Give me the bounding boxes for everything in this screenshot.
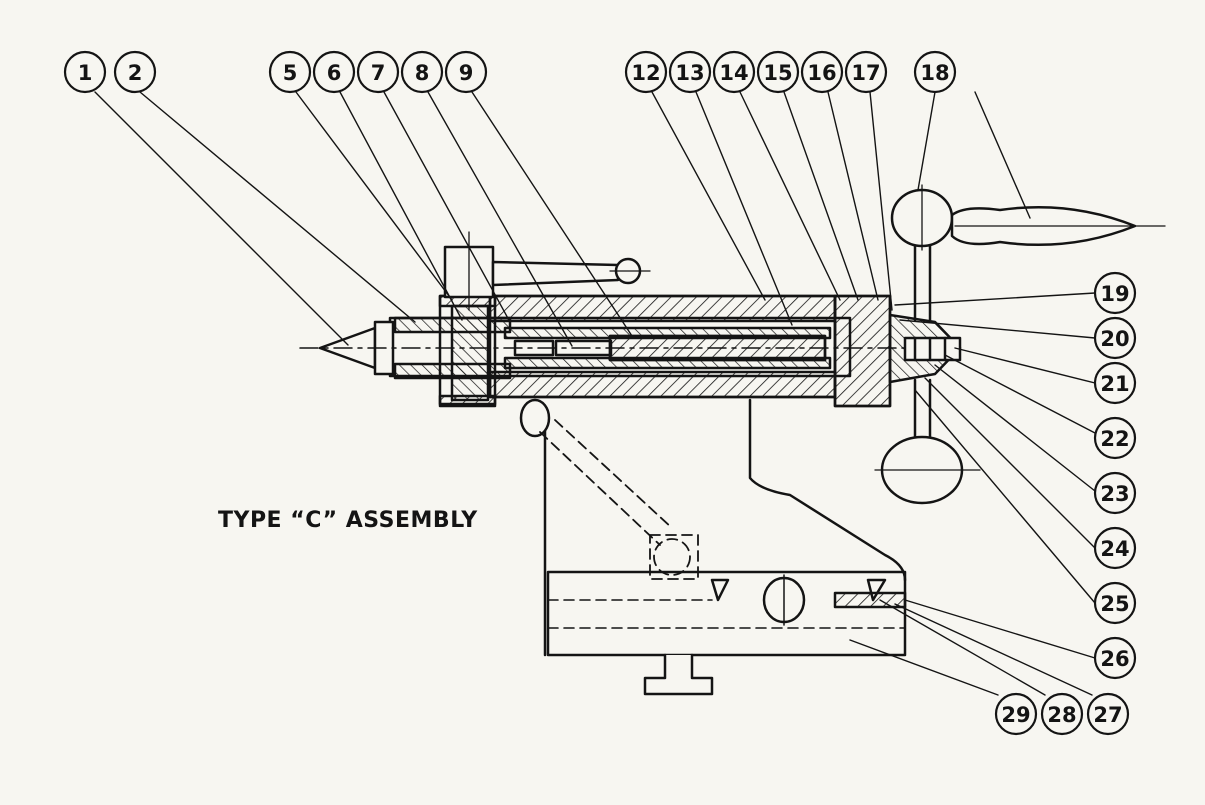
- callout-label-17: 17: [851, 61, 880, 85]
- callout-20: 20: [1093, 316, 1137, 360]
- callout-29: 29: [994, 692, 1038, 736]
- callout-5: 5: [268, 50, 312, 94]
- callout-1: 1: [63, 50, 107, 94]
- callout-label-28: 28: [1047, 703, 1076, 727]
- callout-7: 7: [356, 50, 400, 94]
- callout-24: 24: [1093, 526, 1137, 570]
- dead-centre: [299, 320, 936, 376]
- callout-22: 22: [1093, 416, 1137, 460]
- callout-label-1: 1: [78, 61, 93, 85]
- callout-label-19: 19: [1100, 282, 1129, 306]
- locking-lever: [443, 231, 651, 311]
- callout-17: 17: [844, 50, 888, 94]
- callout-label-20: 20: [1100, 327, 1129, 351]
- callout-26: 26: [1093, 636, 1137, 680]
- assembly-title: TYPE “C” ASSEMBLY: [218, 508, 478, 533]
- tailstock-barrel: [388, 294, 852, 408]
- callout-2: 2: [113, 50, 157, 94]
- callout-23: 23: [1093, 471, 1137, 515]
- callout-15: 15: [756, 50, 800, 94]
- callout-label-24: 24: [1100, 537, 1129, 561]
- callout-27: 27: [1086, 692, 1130, 736]
- callout-label-2: 2: [128, 61, 143, 85]
- callout-label-16: 16: [807, 61, 836, 85]
- callout-18: 18: [913, 50, 957, 94]
- callout-label-27: 27: [1093, 703, 1122, 727]
- callout-13: 13: [668, 50, 712, 94]
- base-bracket: [543, 398, 907, 696]
- callout-label-5: 5: [283, 61, 298, 85]
- callout-12: 12: [624, 50, 668, 94]
- callout-28: 28: [1040, 692, 1084, 736]
- clamp-lever-hidden: [519, 398, 699, 580]
- leader-lines: [94, 91, 1096, 696]
- callout-label-25: 25: [1100, 592, 1129, 616]
- rear-housing: [833, 294, 962, 408]
- callout-21: 21: [1093, 361, 1137, 405]
- callout-label-22: 22: [1100, 427, 1129, 451]
- callout-label-9: 9: [459, 61, 474, 85]
- callout-label-26: 26: [1100, 647, 1129, 671]
- callout-label-21: 21: [1100, 372, 1129, 396]
- callout-19: 19: [1093, 271, 1137, 315]
- callout-label-15: 15: [763, 61, 792, 85]
- callout-14: 14: [712, 50, 756, 94]
- callout-label-29: 29: [1001, 703, 1030, 727]
- callout-label-18: 18: [920, 61, 949, 85]
- callout-label-8: 8: [415, 61, 430, 85]
- handwheel-crank: [874, 184, 1166, 505]
- callout-label-23: 23: [1100, 482, 1129, 506]
- callout-label-6: 6: [327, 61, 342, 85]
- callout-label-12: 12: [631, 61, 660, 85]
- callout-label-7: 7: [371, 61, 386, 85]
- callout-label-14: 14: [719, 61, 748, 85]
- callout-8: 8: [400, 50, 444, 94]
- callout-16: 16: [800, 50, 844, 94]
- callout-9: 9: [444, 50, 488, 94]
- callout-label-13: 13: [675, 61, 704, 85]
- callout-25: 25: [1093, 581, 1137, 625]
- callout-6: 6: [312, 50, 356, 94]
